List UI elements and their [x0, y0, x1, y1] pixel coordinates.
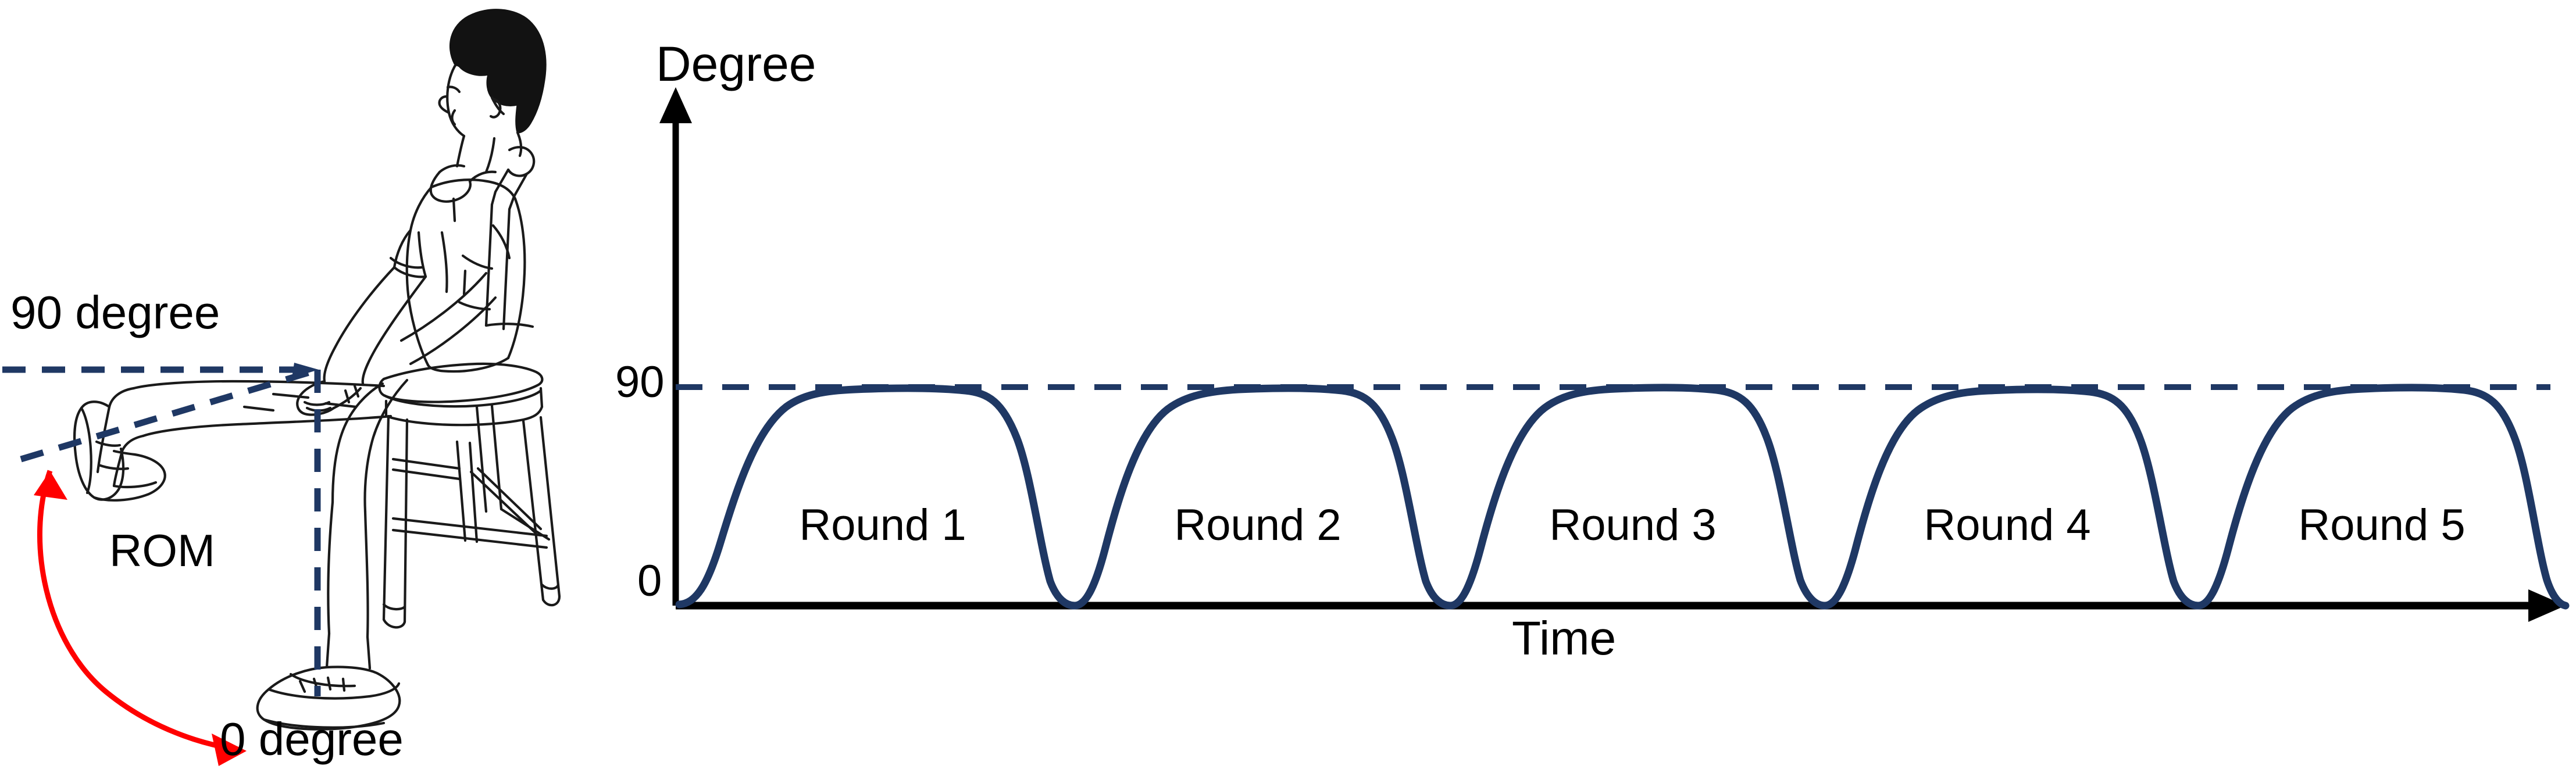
- y-tick-label-0: 0: [637, 556, 662, 606]
- rom-arrow-head-bottom: [212, 734, 247, 766]
- label-rom: ROM: [109, 525, 215, 576]
- y-axis-arrowhead: [659, 87, 692, 123]
- x-axis-title: Time: [1512, 612, 1617, 665]
- round-label-5: Round 5: [2298, 500, 2466, 550]
- y-tick-label-90: 90: [615, 357, 665, 407]
- round-label-2: Round 2: [1174, 500, 1341, 550]
- round-label-4: Round 4: [1924, 500, 2091, 550]
- label-90-degree: 90 degree: [10, 287, 220, 338]
- knee-angle-curve: [675, 384, 2570, 610]
- rom-arc-arrow: [37, 470, 241, 753]
- round-label-3: Round 3: [1549, 500, 1717, 550]
- dashed-line-arrowhead: [292, 363, 319, 378]
- label-0-degree: 0 degree: [220, 713, 404, 765]
- rom-arrow-head-top: [34, 471, 67, 500]
- dashed-leg-axis-line: [20, 366, 320, 463]
- x-axis-arrowhead: [2528, 589, 2566, 622]
- y-axis-title: Degree: [656, 37, 816, 91]
- seated-knee-extension-illustration: [2, 9, 561, 766]
- round-label-1: Round 1: [799, 500, 966, 550]
